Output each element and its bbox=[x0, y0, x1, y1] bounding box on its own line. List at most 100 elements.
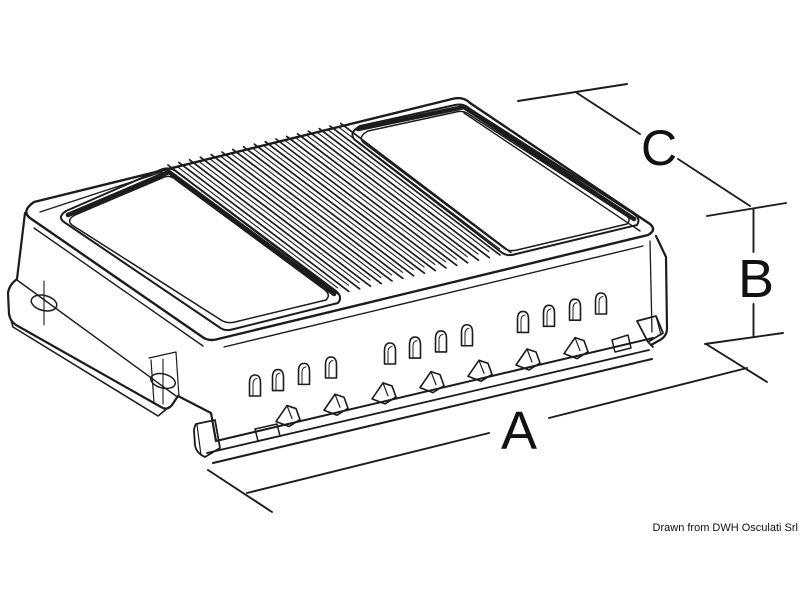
dim-b-tick-top bbox=[706, 202, 787, 217]
left-panel-inner bbox=[68, 175, 329, 324]
vent-slot bbox=[408, 336, 422, 359]
rail-clip bbox=[419, 370, 445, 394]
vent-slot bbox=[387, 346, 393, 364]
fin-line bbox=[274, 142, 436, 266]
fin-line bbox=[339, 127, 501, 250]
dim-label-c: C bbox=[641, 120, 677, 176]
vent-slot bbox=[516, 310, 530, 334]
fin-line bbox=[339, 122, 512, 254]
mounting-rail bbox=[193, 315, 664, 464]
fin-line bbox=[328, 129, 490, 253]
fin-line bbox=[188, 158, 361, 290]
dim-label-b: B bbox=[738, 249, 774, 309]
fin-line bbox=[231, 148, 404, 280]
screw-hole bbox=[30, 294, 58, 312]
dim-c-tick-top bbox=[517, 83, 628, 102]
vent-slot bbox=[301, 366, 307, 384]
rail-right-end-block bbox=[636, 315, 664, 348]
attribution-text: Drawn from DWH Osculati Srl bbox=[653, 522, 798, 534]
heatsink-fins bbox=[167, 122, 512, 295]
fin-line bbox=[296, 132, 469, 264]
right-face-outline bbox=[649, 234, 669, 347]
vent-slots bbox=[248, 292, 608, 397]
vent-slot bbox=[275, 372, 281, 391]
right-panel-recess-shadow bbox=[355, 104, 637, 222]
rail-clip bbox=[286, 404, 293, 420]
vent-slot bbox=[568, 298, 582, 321]
vent-slot bbox=[271, 368, 285, 392]
vent-slot bbox=[328, 359, 334, 378]
dimension-c bbox=[517, 83, 751, 207]
vent-slot bbox=[438, 333, 444, 352]
vent-slot bbox=[542, 304, 556, 328]
flange-thickness-edge bbox=[8, 312, 170, 417]
mounting-flange bbox=[8, 279, 180, 417]
rail-clips bbox=[275, 336, 589, 428]
fin-line bbox=[295, 137, 458, 260]
fin-line bbox=[220, 155, 382, 279]
fin-line bbox=[242, 145, 415, 277]
fin-line bbox=[187, 163, 350, 286]
dim-c-line bbox=[576, 92, 751, 207]
rail-right-end-block-edge bbox=[655, 315, 662, 336]
fin-line bbox=[177, 166, 339, 289]
vent-slot bbox=[572, 302, 578, 320]
rail-clip bbox=[574, 337, 581, 352]
rail-clip bbox=[467, 359, 493, 383]
screw-hole bbox=[150, 372, 176, 390]
right-recessed-panel bbox=[351, 103, 640, 257]
dimension-a bbox=[207, 343, 768, 513]
vent-slot bbox=[434, 330, 448, 353]
fin-line bbox=[263, 145, 425, 268]
fin-line bbox=[264, 140, 437, 272]
rail-clip bbox=[478, 359, 485, 374]
vent-slot bbox=[520, 314, 526, 332]
rail-notch bbox=[611, 334, 632, 353]
fin-line bbox=[231, 153, 393, 276]
dim-a-tick-left bbox=[207, 469, 273, 513]
rail-clip bbox=[382, 382, 389, 397]
fin-line bbox=[307, 130, 480, 262]
rail-left-end-block bbox=[193, 419, 221, 458]
fin-line bbox=[241, 150, 404, 273]
rail-clip bbox=[334, 393, 341, 408]
fin-line bbox=[306, 135, 468, 258]
rail-clip bbox=[563, 336, 589, 360]
fin-line bbox=[177, 161, 350, 293]
left-recessed-panel bbox=[60, 167, 342, 332]
fin-line bbox=[318, 127, 491, 259]
vent-slot bbox=[383, 342, 397, 365]
vent-slot bbox=[546, 308, 552, 326]
fin-line bbox=[199, 156, 372, 288]
rail-clip bbox=[371, 382, 397, 405]
rail-clip bbox=[275, 404, 301, 428]
fin-line bbox=[285, 140, 447, 263]
left-panel-outer bbox=[60, 167, 342, 332]
top-face-chamfer-lines bbox=[33, 112, 644, 348]
vent-slot bbox=[412, 340, 418, 358]
vent-slot bbox=[598, 295, 604, 314]
dim-b-tick-bottom bbox=[704, 332, 784, 345]
rail-left-end-block-edge bbox=[196, 424, 202, 456]
left-face-and-flange-outline bbox=[6, 211, 218, 443]
rail-clip bbox=[323, 393, 349, 417]
vent-slot bbox=[464, 327, 470, 346]
fin-line bbox=[253, 143, 426, 275]
right-panel-inner bbox=[360, 110, 630, 252]
fin-line bbox=[221, 151, 393, 282]
rail-clip bbox=[430, 371, 437, 386]
rail-clip bbox=[526, 348, 533, 363]
enclosure-outline bbox=[6, 96, 669, 443]
vent-slot bbox=[252, 378, 258, 396]
dim-a-line bbox=[246, 367, 748, 494]
vent-slot bbox=[324, 356, 338, 379]
dim-a-tick-right bbox=[705, 343, 768, 383]
vent-slot bbox=[460, 323, 474, 347]
rail-clip bbox=[515, 348, 541, 371]
fin-line bbox=[198, 161, 360, 284]
fin-line bbox=[209, 158, 371, 281]
top-face-outline bbox=[25, 96, 655, 342]
vent-slot bbox=[248, 374, 262, 397]
